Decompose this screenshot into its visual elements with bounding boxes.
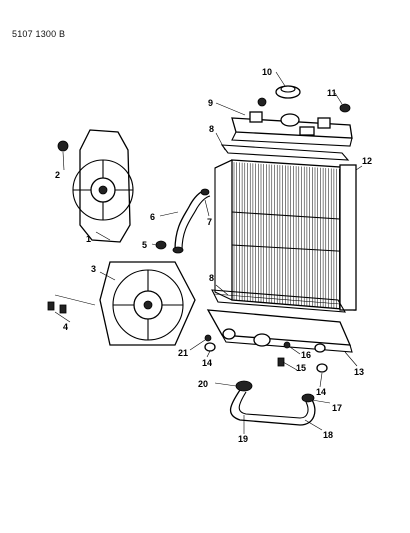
radiator-cap[interactable] xyxy=(275,85,301,99)
leader-lines xyxy=(54,71,363,434)
callout-5: 5 xyxy=(142,240,147,250)
plug-11[interactable] xyxy=(339,103,351,113)
callout-4: 4 xyxy=(63,322,68,332)
lower-hose[interactable] xyxy=(229,380,316,426)
diagram-code: 5107 1300 B xyxy=(12,29,66,39)
callout-20: 20 xyxy=(198,379,208,389)
callout-6: 6 xyxy=(150,212,155,222)
clips-4[interactable] xyxy=(47,294,96,314)
fan-shroud[interactable] xyxy=(99,261,196,346)
upper-tank[interactable] xyxy=(231,111,353,147)
lower-tank[interactable] xyxy=(206,309,353,353)
callout-11: 11 xyxy=(327,88,337,98)
callout-21: 21 xyxy=(178,348,188,358)
lower-seal[interactable] xyxy=(211,289,347,313)
clamp-5[interactable] xyxy=(155,240,167,250)
callout-14a: 14 xyxy=(202,358,212,368)
callout-2: 2 xyxy=(55,170,60,180)
callout-16: 16 xyxy=(301,350,311,360)
callout-8b: 8 xyxy=(209,273,214,283)
callout-7: 7 xyxy=(207,217,212,227)
drain-15[interactable] xyxy=(277,357,285,367)
callouts: 1 2 3 4 5 6 7 8 9 10 11 12 8 13 14 14 15… xyxy=(55,67,372,444)
callout-14b: 14 xyxy=(316,387,326,397)
callout-8a: 8 xyxy=(209,124,214,134)
callout-9: 9 xyxy=(208,98,213,108)
plug-16[interactable] xyxy=(283,341,291,349)
callout-19: 19 xyxy=(238,434,248,444)
callout-10: 10 xyxy=(262,67,272,77)
callout-1: 1 xyxy=(86,234,91,244)
callout-15: 15 xyxy=(296,363,306,373)
clip-21[interactable] xyxy=(204,334,212,342)
grommet-14-right[interactable] xyxy=(316,363,328,373)
grommet-14-left[interactable] xyxy=(204,342,216,352)
callout-3: 3 xyxy=(91,264,96,274)
callout-18: 18 xyxy=(323,430,333,440)
nut-2[interactable] xyxy=(57,140,69,152)
nut-upper[interactable] xyxy=(257,97,267,107)
callout-13: 13 xyxy=(354,367,364,377)
radiator-core[interactable] xyxy=(214,159,357,311)
upper-hose[interactable] xyxy=(172,188,211,254)
callout-17: 17 xyxy=(332,403,342,413)
callout-12: 12 xyxy=(362,156,372,166)
fan-shroud-assembly[interactable] xyxy=(72,129,134,243)
upper-seal[interactable] xyxy=(220,144,350,161)
